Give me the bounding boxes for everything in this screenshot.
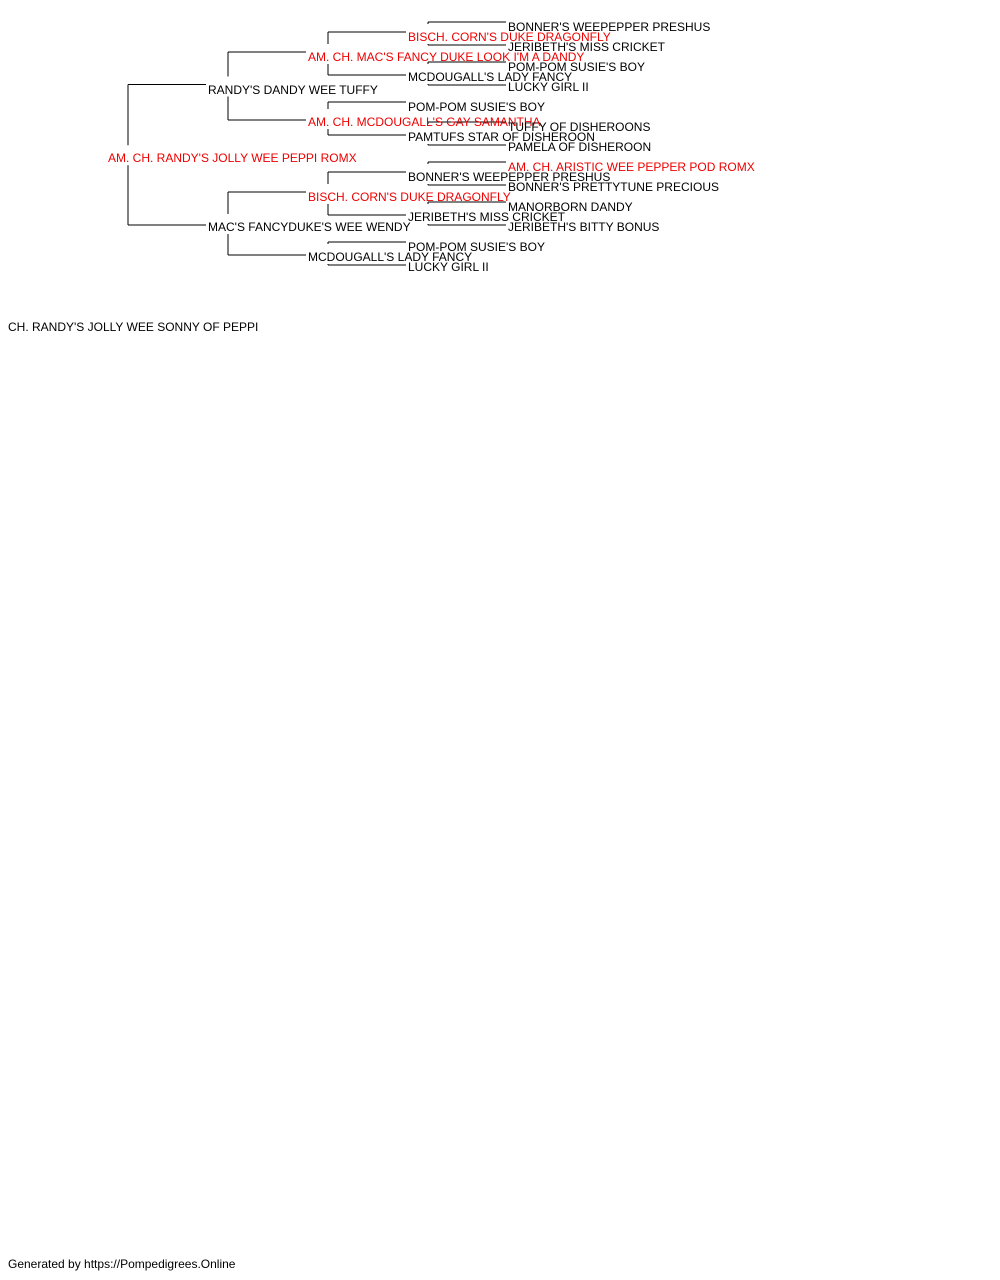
ancestor-sire-sire-sire-dam-dam: LUCKY GIRL II (508, 80, 589, 94)
ancestor-sire-sire-sire-dam-sire: POM-POM SUSIE'S BOY (508, 60, 645, 74)
ancestor-sire-dam-dam: MCDOUGALL'S LADY FANCY (308, 250, 473, 264)
ancestor-sire-sire-dam-dam-dam: PAMELA OF DISHEROON (508, 140, 652, 154)
ancestor-sire-dam-sire-sire: BONNER'S WEEPEPPER PRESHUS (408, 170, 611, 184)
subject-dog-name: CH. RANDY'S JOLLY WEE SONNY OF PEPPI (8, 320, 259, 334)
ancestor-sire-dam-sire-dam-dam: JERIBETH'S BITTY BONUS (508, 220, 660, 234)
ancestor-sire-sire-sire-sire-dam: JERIBETH'S MISS CRICKET (508, 40, 665, 54)
ancestor-sire-dam-sire-sire-dam: BONNER'S PRETTYTUNE PRECIOUS (508, 180, 719, 194)
ancestor-sire-dam-dam-dam: LUCKY GIRL II (408, 260, 489, 274)
footer-credit: Generated by https://Pompedigrees.Online (8, 1257, 236, 1271)
ancestor-sire-sire: RANDY'S DANDY WEE TUFFY (208, 82, 378, 97)
ancestor-sire-sire-dam-dam: PAMTUFS STAR OF DISHEROON (408, 130, 595, 144)
ancestor-sire-sire-dam-dam-sire: TUFFY OF DISHEROONS (508, 120, 651, 134)
ancestor-sire-sire-sire-dam: MCDOUGALL'S LADY FANCY (408, 70, 573, 84)
ancestor-sire-sire-sire: AM. CH. MAC'S FANCY DUKE LOOK I'M A DAND… (308, 50, 585, 64)
ancestor-sire-sire-dam-sire: POM-POM SUSIE'S BOY (408, 100, 545, 114)
ancestor-sire-dam-sire-sire-sire: AM. CH. ARISTIC WEE PEPPER POD ROMX (508, 160, 755, 174)
ancestor-sire-sire-sire-sire-sire: BONNER'S WEEPEPPER PRESHUS (508, 20, 711, 34)
ancestor-sire-dam-sire-dam-sire: MANORBORN DANDY (508, 200, 633, 214)
ancestor-sire-sire-sire-sire: BISCH. CORN'S DUKE DRAGONFLY (408, 30, 611, 44)
ancestor-sire: AM. CH. RANDY'S JOLLY WEE PEPPI ROMX (108, 151, 357, 166)
ancestor-sire-dam-dam-sire: POM-POM SUSIE'S BOY (408, 240, 545, 254)
ancestor-sire-sire-dam: AM. CH. MCDOUGALL'S GAY SAMANTHA (308, 115, 541, 129)
ancestor-sire-dam: MAC'S FANCYDUKE'S WEE WENDY (208, 220, 411, 234)
ancestor-sire-dam-sire: BISCH. CORN'S DUKE DRAGONFLY (308, 190, 511, 204)
ancestor-sire-dam-sire-dam: JERIBETH'S MISS CRICKET (408, 210, 565, 224)
